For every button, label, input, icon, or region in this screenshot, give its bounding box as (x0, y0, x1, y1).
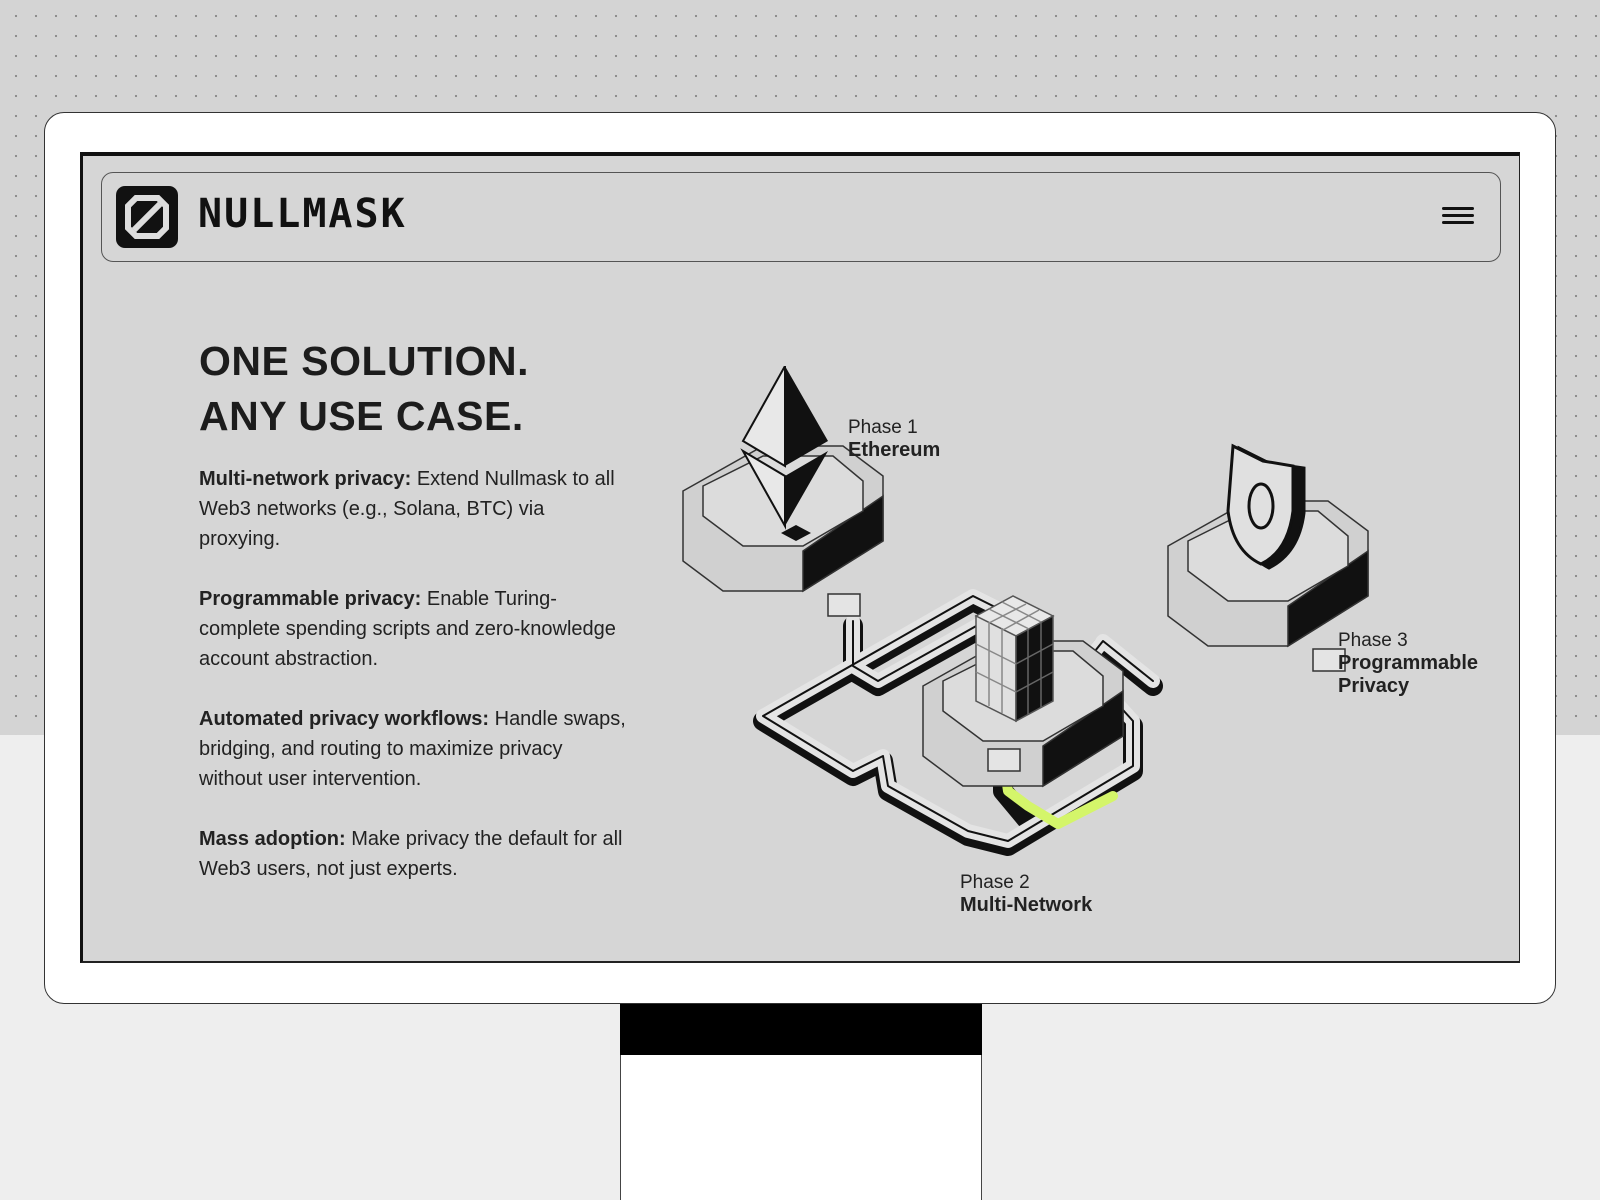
monitor-stand-base (620, 1055, 982, 1200)
title-line-2: ANY USE CASE. (199, 393, 524, 439)
feature-text: Handle swaps, bridging, and routing to m… (199, 708, 626, 790)
phase-name: Ethereum (848, 439, 941, 461)
shield-icon (1226, 443, 1306, 570)
monitor-stand-neck (620, 1004, 982, 1056)
diamond-marker (781, 525, 811, 541)
feature-item: Mass adoption: Make privacy the default … (199, 824, 629, 884)
cube-icon (974, 595, 1055, 723)
feature-title: Programmable privacy: (199, 588, 422, 610)
platform-phase-1 (682, 445, 884, 617)
feature-item: Programmable privacy: Enable Turing-comp… (199, 584, 629, 674)
feature-title: Mass adoption: (199, 828, 346, 850)
feature-title: Multi-network privacy: (199, 468, 412, 490)
roadmap-diagram (682, 366, 1369, 856)
feature-item: Automated privacy workflows: Handle swap… (199, 704, 629, 794)
phase-name: Multi-Network (960, 894, 1093, 916)
hamburger-icon[interactable] (1442, 203, 1474, 229)
phase-name: Programmable Privacy (1338, 652, 1479, 697)
website-screen: NULLMASK ONE SOLUTION. ANY USE CASE. Mult… (80, 152, 1520, 963)
brand-wordmark[interactable]: NULLMASK (198, 191, 407, 237)
site-header: NULLMASK (101, 172, 1501, 262)
phase-number: Phase 3 (1338, 630, 1408, 651)
feature-list: Multi-network privacy: Extend Nullmask t… (199, 464, 629, 914)
ethereum-icon (740, 366, 828, 530)
feature-text: Make privacy the default for all Web3 us… (199, 828, 623, 880)
feature-text: Enable Turing-complete spending scripts … (199, 588, 616, 670)
platform-phase-3 (1167, 500, 1369, 672)
feature-text: Extend Nullmask to all Web3 networks (e.… (199, 468, 615, 550)
title-line-1: ONE SOLUTION. (199, 338, 529, 384)
feature-title: Automated privacy workflows: (199, 708, 490, 730)
page-title: ONE SOLUTION. ANY USE CASE. (199, 334, 529, 444)
phase-number: Phase 2 (960, 872, 1030, 893)
phase-number: Phase 1 (848, 417, 918, 438)
feature-item: Multi-network privacy: Extend Nullmask t… (199, 464, 629, 554)
nullmask-logo-icon[interactable] (116, 186, 178, 248)
